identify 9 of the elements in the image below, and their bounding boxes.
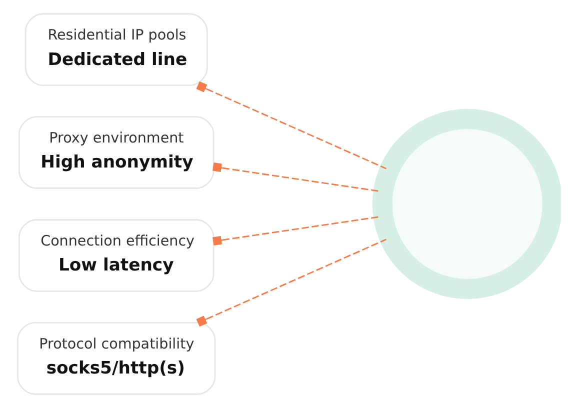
node-circle — [372, 108, 560, 300]
connector — [212, 216, 380, 246]
node-box: Proxy environment High anonymity — [18, 116, 214, 189]
connector — [196, 238, 386, 327]
connector — [212, 162, 380, 192]
node-box: Protocol compatibility socks5/http(s) — [16, 322, 216, 395]
connector — [196, 81, 386, 170]
node-box: Residential IP pools Dedicated line — [24, 13, 208, 86]
node-box: Connection efficiency Low latency — [18, 219, 214, 292]
